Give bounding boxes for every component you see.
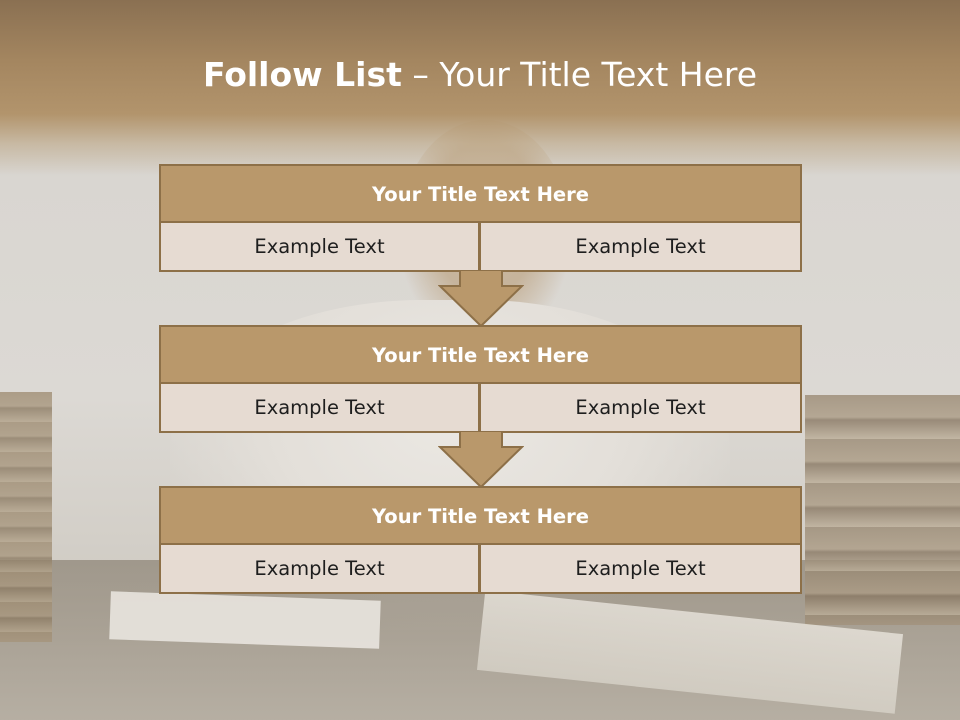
- step-cell-left: Example Text: [159, 543, 480, 594]
- slide-title-rest: – Your Title Text Here: [401, 55, 758, 94]
- down-arrow-icon: [438, 270, 524, 327]
- step-cell-right: Example Text: [479, 543, 802, 594]
- step-cell-right: Example Text: [479, 221, 802, 272]
- step-cell-left: Example Text: [159, 221, 480, 272]
- slide-title-bold: Follow List: [202, 55, 402, 94]
- step-title: Your Title Text Here: [159, 325, 802, 385]
- down-arrow-icon: [438, 431, 524, 488]
- slide-title: Follow List – Your Title Text Here: [0, 52, 960, 98]
- step-cell-right: Example Text: [479, 382, 802, 433]
- background-paper-left: [109, 591, 381, 649]
- header-band: [0, 0, 960, 175]
- step-title: Your Title Text Here: [159, 164, 802, 224]
- step-cell-left: Example Text: [159, 382, 480, 433]
- background-books-left: [0, 392, 52, 642]
- step-title: Your Title Text Here: [159, 486, 802, 546]
- background-books-right: [805, 395, 960, 625]
